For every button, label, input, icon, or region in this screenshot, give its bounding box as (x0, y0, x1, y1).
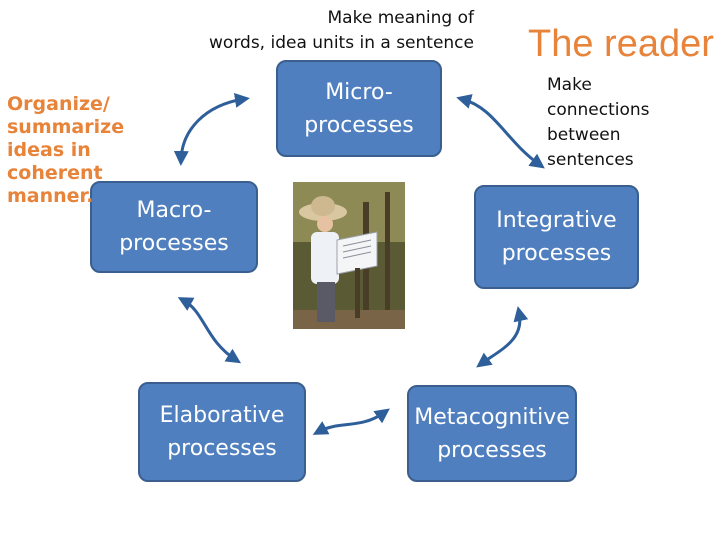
double-arrow-icon (476, 306, 529, 368)
double-arrow-icon (177, 297, 242, 364)
elaborative-processes-label: Elaborative processes (159, 403, 285, 461)
integrative-processes-label: Integrative processes (496, 208, 617, 266)
macro-processes-box: Macro- processes (90, 181, 258, 273)
micro-processes-note: Make meaning of words, idea units in a s… (209, 8, 474, 53)
double-arrow-icon (312, 408, 390, 435)
metacognitive-processes-label: Metacognitive processes (414, 404, 570, 463)
reader-photo (293, 182, 405, 329)
micro-processes-box: Micro- processes (276, 60, 442, 157)
metacognitive-processes-box: Metacognitive processes (407, 385, 577, 482)
elaborative-processes-box: Elaborative processes (138, 382, 306, 482)
heading-the-reader: The reader (528, 23, 714, 65)
integrative-processes-note: Make connections between sentences (547, 75, 650, 170)
micro-processes-label: Micro- processes (304, 79, 414, 138)
integrative-processes-box: Integrative processes (474, 185, 639, 289)
macro-processes-note: Organize/ summarize ideas in coherent ma… (7, 93, 125, 207)
double-arrow-icon (173, 92, 250, 166)
double-arrow-icon (456, 94, 545, 169)
macro-processes-label: Macro- processes (119, 198, 229, 256)
